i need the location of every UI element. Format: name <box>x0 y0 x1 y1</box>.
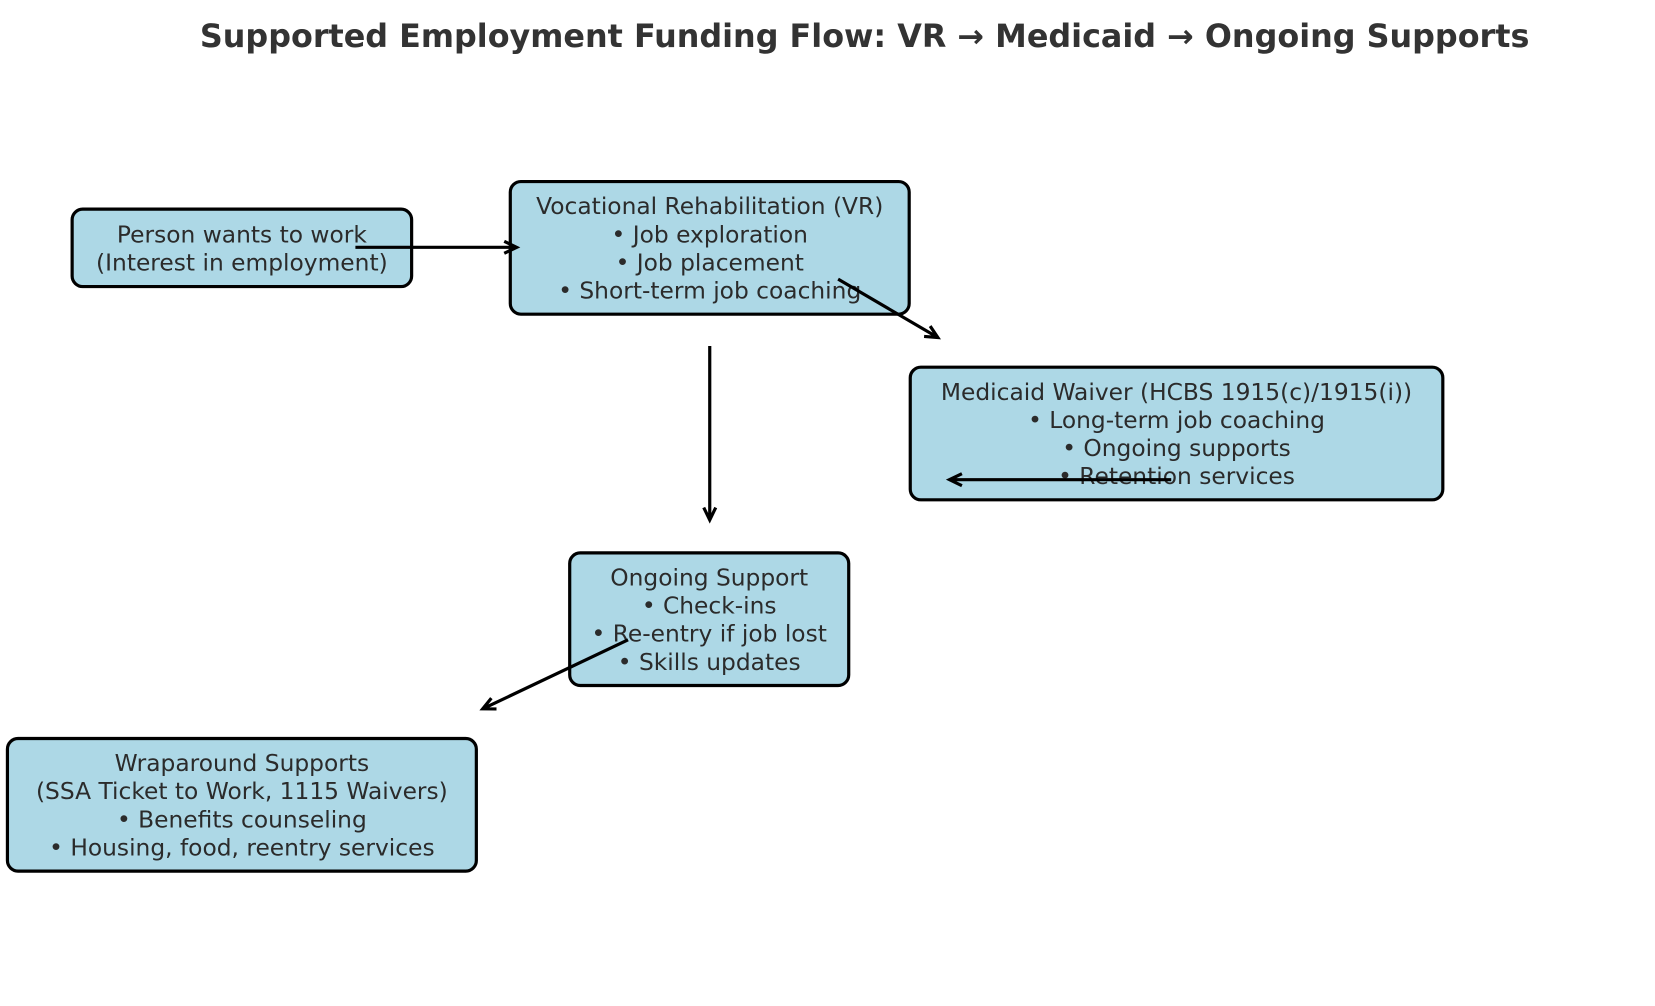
node-title: Person wants to work <box>117 220 367 248</box>
node-line: • Housing, food, reentry services <box>49 833 434 861</box>
arrow-medicaid-to-ongoing <box>945 472 1172 488</box>
node-line: • Skills updates <box>618 648 801 676</box>
arrow-line <box>837 277 941 340</box>
arrow-line <box>355 239 521 255</box>
node-line: • Re-entry if job lost <box>592 620 827 648</box>
arrow-line <box>945 472 1172 488</box>
node-line: • Retention services <box>1058 462 1295 490</box>
node-title: Medicaid Waiver (HCBS 1915(c)/1915(i)) <box>941 378 1412 406</box>
node-title: Wraparound Supports <box>115 749 370 777</box>
node-ongoing: Ongoing Support• Check-ins• Re-entry if … <box>568 551 851 688</box>
node-line: • Job placement <box>616 248 804 276</box>
node-line: • Check-ins <box>642 592 777 620</box>
node-line: • Benefits counseling <box>117 805 367 833</box>
diagram-title: Supported Employment Funding Flow: VR → … <box>200 17 1530 55</box>
node-box <box>5 736 478 873</box>
arrow-line <box>702 345 718 524</box>
node-line: • Short-term job coaching <box>558 277 861 305</box>
arrow-vr-to-ongoing <box>702 345 718 524</box>
arrow-ongoing-to-wraparound <box>479 638 629 711</box>
node-wraparound: Wraparound Supports(SSA Ticket to Work, … <box>5 736 478 873</box>
node-box <box>908 365 1445 502</box>
node-line: • Job exploration <box>612 220 808 248</box>
node-title: Ongoing Support <box>610 563 808 591</box>
node-title: Vocational Rehabilitation (VR) <box>536 192 883 220</box>
node-line: • Ongoing supports <box>1062 434 1291 462</box>
node-box <box>568 551 851 688</box>
node-vr: Vocational Rehabilitation (VR)• Job expl… <box>508 179 911 316</box>
node-line: • Long-term job coaching <box>1028 406 1325 434</box>
node-line: (Interest in employment) <box>96 248 388 276</box>
node-person: Person wants to work(Interest in employm… <box>70 207 414 289</box>
node-line: (SSA Ticket to Work, 1115 Waivers) <box>36 777 448 805</box>
arrow-vr-to-medicaid <box>837 277 941 340</box>
arrow-line <box>479 638 629 711</box>
arrow-person-to-vr <box>355 239 521 255</box>
node-medicaid: Medicaid Waiver (HCBS 1915(c)/1915(i))• … <box>908 365 1445 502</box>
